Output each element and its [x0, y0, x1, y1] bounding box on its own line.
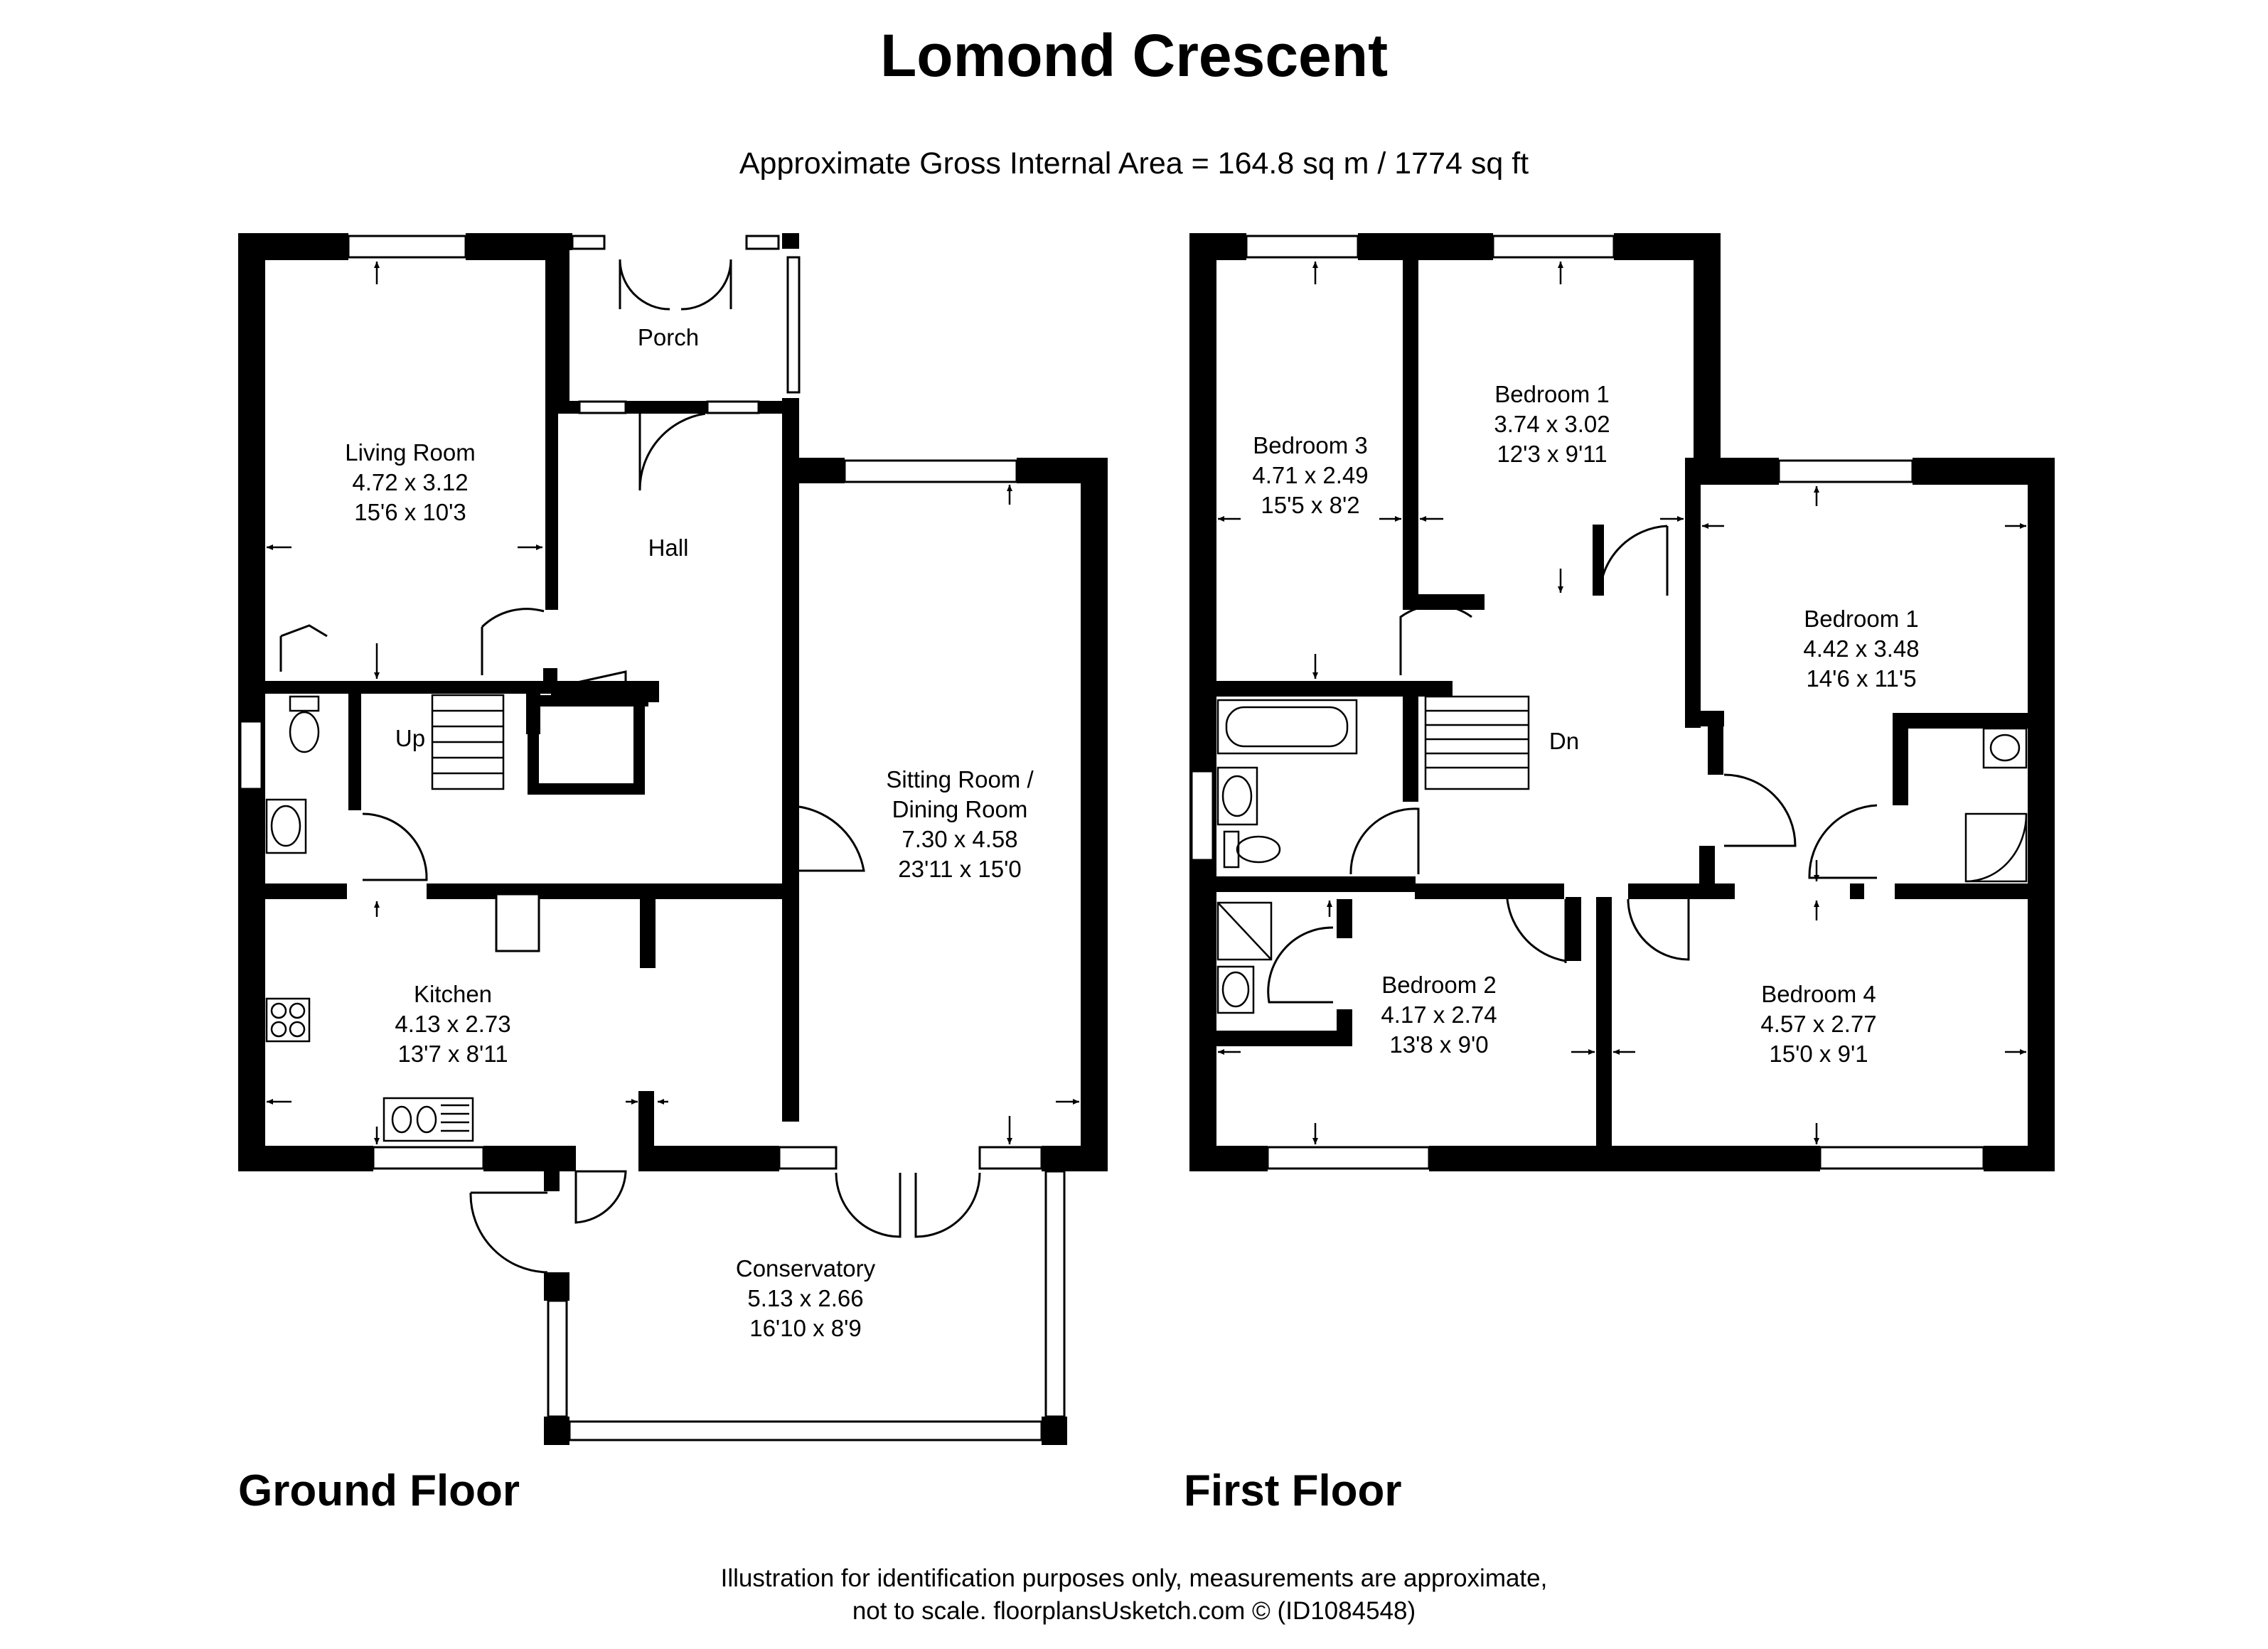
shower-icon: [1964, 812, 2028, 883]
room-metric-bedroom-3: 4.71 x 2.49: [1252, 462, 1368, 488]
wc-icon: [1223, 830, 1281, 869]
room-metric-bedroom-2: 4.17 x 2.74: [1381, 1001, 1497, 1028]
plan-title: Lomond Crescent: [879, 22, 1389, 89]
first-floor-walls: [1189, 233, 2055, 1171]
first-floor-doors: [1267, 525, 1878, 1004]
basin-icon: [265, 798, 307, 854]
ground-floor-walls: [238, 233, 1108, 1445]
stairs-label-dn: Dn: [1549, 728, 1579, 754]
room-imperial-bedroom-2: 13'8 x 9'0: [1389, 1031, 1488, 1058]
ground-floor-room-labels: Porch Hall Up Living Room 4.72 x 3.12 15…: [345, 324, 1034, 1341]
room-metric-living: 4.72 x 3.12: [352, 469, 468, 495]
room-label-living: Living Room: [345, 439, 475, 466]
room-imperial-conservatory: 16'10 x 8'9: [749, 1315, 862, 1341]
room-label-hall: Hall: [648, 535, 689, 561]
room-label-conservatory: Conservatory: [736, 1255, 876, 1282]
room-metric-conservatory: 5.13 x 2.66: [747, 1285, 863, 1311]
disclaimer: Illustration for identification purposes…: [0, 1562, 2268, 1628]
room-metric-bedroom-1-right: 4.42 x 3.48: [1803, 635, 1919, 662]
room-imperial-kitchen: 13'7 x 8'11: [397, 1041, 508, 1067]
room-imperial-living: 15'6 x 10'3: [354, 499, 466, 525]
disclaimer-line-2: not to scale. floorplansUsketch.com © (I…: [852, 1597, 1416, 1625]
bath-icon: [1216, 699, 1358, 755]
basin-icon: [1216, 965, 1255, 1014]
ground-floor-label: Ground Floor: [238, 1466, 520, 1515]
room-label-bedroom-1-right: Bedroom 1: [1804, 606, 1918, 632]
ground-floor-dimension-arrows: [267, 262, 1079, 1144]
ground-floor-stairs: [431, 694, 505, 790]
sink-icon: [383, 1097, 474, 1142]
room-label-porch: Porch: [638, 324, 699, 350]
first-floor-dimension-arrows: [1218, 262, 2026, 1144]
ground-floor-plan: Porch Hall Up Living Room 4.72 x 3.12 15…: [238, 233, 1108, 1445]
room-label-bedroom-1-upper: Bedroom 1: [1494, 381, 1609, 407]
room-label-bedroom-4: Bedroom 4: [1761, 981, 1876, 1007]
first-floor-room-labels: Bedroom 3 4.71 x 2.49 15'5 x 8'2 Bedroom…: [1252, 381, 1919, 1067]
wc-icon: [289, 695, 320, 753]
hob-icon: [265, 997, 311, 1043]
disclaimer-line-1: Illustration for identification purposes…: [720, 1564, 1548, 1592]
room-label-sitting-line1: Sitting Room /: [886, 766, 1034, 793]
basin-icon: [1982, 727, 2028, 769]
room-label-kitchen: Kitchen: [414, 981, 492, 1007]
room-imperial-bedroom-3: 15'5 x 8'2: [1261, 492, 1359, 518]
stairs-label-up: Up: [395, 725, 425, 751]
first-floor-label: First Floor: [1184, 1466, 1402, 1515]
first-floor-fixtures: [1216, 699, 2028, 1014]
ground-floor-doors: [279, 259, 981, 1274]
room-metric-kitchen: 4.13 x 2.73: [395, 1011, 510, 1037]
first-floor-windows: [1190, 235, 1985, 1170]
first-floor-stairs: [1424, 695, 1530, 790]
room-imperial-bedroom-4: 15'0 x 9'1: [1769, 1041, 1868, 1067]
room-metric-bedroom-4: 4.57 x 2.77: [1760, 1011, 1876, 1037]
room-label-sitting-line2: Dining Room: [892, 796, 1028, 822]
room-metric-sitting: 7.30 x 4.58: [902, 826, 1017, 852]
room-imperial-bedroom-1-upper: 12'3 x 9'11: [1497, 441, 1607, 467]
basin-icon: [1216, 766, 1258, 826]
room-metric-bedroom-1-upper: 3.74 x 3.02: [1494, 411, 1610, 437]
room-label-bedroom-3: Bedroom 3: [1253, 432, 1367, 458]
gross-internal-area: Approximate Gross Internal Area = 164.8 …: [739, 146, 1529, 181]
first-floor-plan: Bedroom 3 4.71 x 2.49 15'5 x 8'2 Bedroom…: [1189, 233, 2055, 1171]
room-imperial-bedroom-1-right: 14'6 x 11'5: [1806, 665, 1916, 692]
room-label-bedroom-2: Bedroom 2: [1381, 972, 1496, 998]
shower-icon: [1216, 901, 1273, 961]
ground-floor-fixtures: [265, 695, 474, 1142]
ground-floor-windows: [239, 235, 1066, 1441]
room-imperial-sitting: 23'11 x 15'0: [898, 856, 1021, 882]
